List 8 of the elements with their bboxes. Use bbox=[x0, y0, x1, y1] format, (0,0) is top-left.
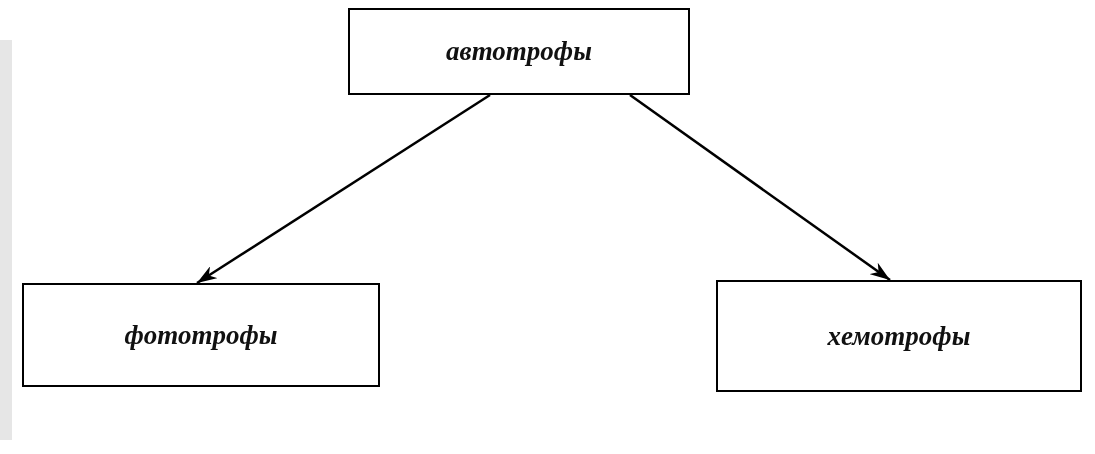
box-label: хемотрофы bbox=[827, 320, 971, 352]
process-box bbox=[22, 283, 380, 387]
process-box bbox=[348, 8, 690, 95]
arrow bbox=[196, 93, 491, 285]
box-label: фототрофы bbox=[124, 319, 278, 351]
arrow bbox=[629, 94, 891, 281]
box-label: автотрофы bbox=[446, 36, 592, 67]
process-box bbox=[716, 280, 1082, 392]
